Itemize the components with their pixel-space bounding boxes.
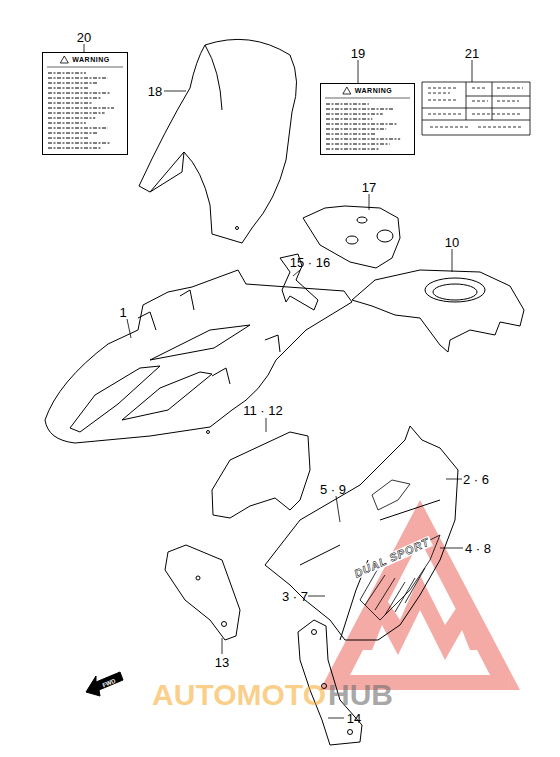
callout-number: 5 · 9 [320, 483, 346, 496]
decal-text: DUAL SPORT [351, 536, 433, 581]
side-cover [265, 426, 458, 640]
callout-number: 10 [445, 236, 459, 249]
callout-number: 1 [119, 306, 126, 319]
callout-number: 11 · 12 [243, 404, 283, 417]
callout-number: 18 [148, 85, 162, 98]
callout-number: 21 [465, 47, 479, 60]
callout-number: 2 · 6 [463, 473, 489, 486]
rear-fender [45, 270, 352, 443]
warning-text: WARNING [43, 53, 127, 63]
inner-panel [212, 432, 310, 518]
label-fine-print [43, 53, 127, 154]
callout-number: 17 [362, 181, 376, 194]
tank-cover [352, 270, 524, 352]
callout-number: 14 [347, 712, 361, 725]
callout-number: 15 · 16 [290, 256, 330, 269]
windscreen [139, 39, 297, 243]
callout-number: 20 [77, 31, 91, 44]
direction-mark: FWD [102, 678, 117, 689]
callout-number: 3 · 7 [282, 590, 308, 603]
callout-number: 4 · 8 [465, 542, 491, 555]
callout-number: 19 [351, 47, 365, 60]
label-fine-print [321, 84, 414, 154]
callout-number: 13 [215, 656, 229, 669]
fwd-arrow [86, 672, 123, 696]
warning-label: WARNING [320, 83, 415, 155]
warning-text: WARNING [321, 84, 414, 94]
leader-lines [84, 44, 472, 718]
warning-label: WARNING [42, 52, 128, 155]
watermark-text: HUB [328, 680, 393, 710]
small-panel [165, 545, 240, 640]
watermark-text: AUTOMOTO [152, 680, 326, 710]
data-plate [422, 82, 530, 135]
